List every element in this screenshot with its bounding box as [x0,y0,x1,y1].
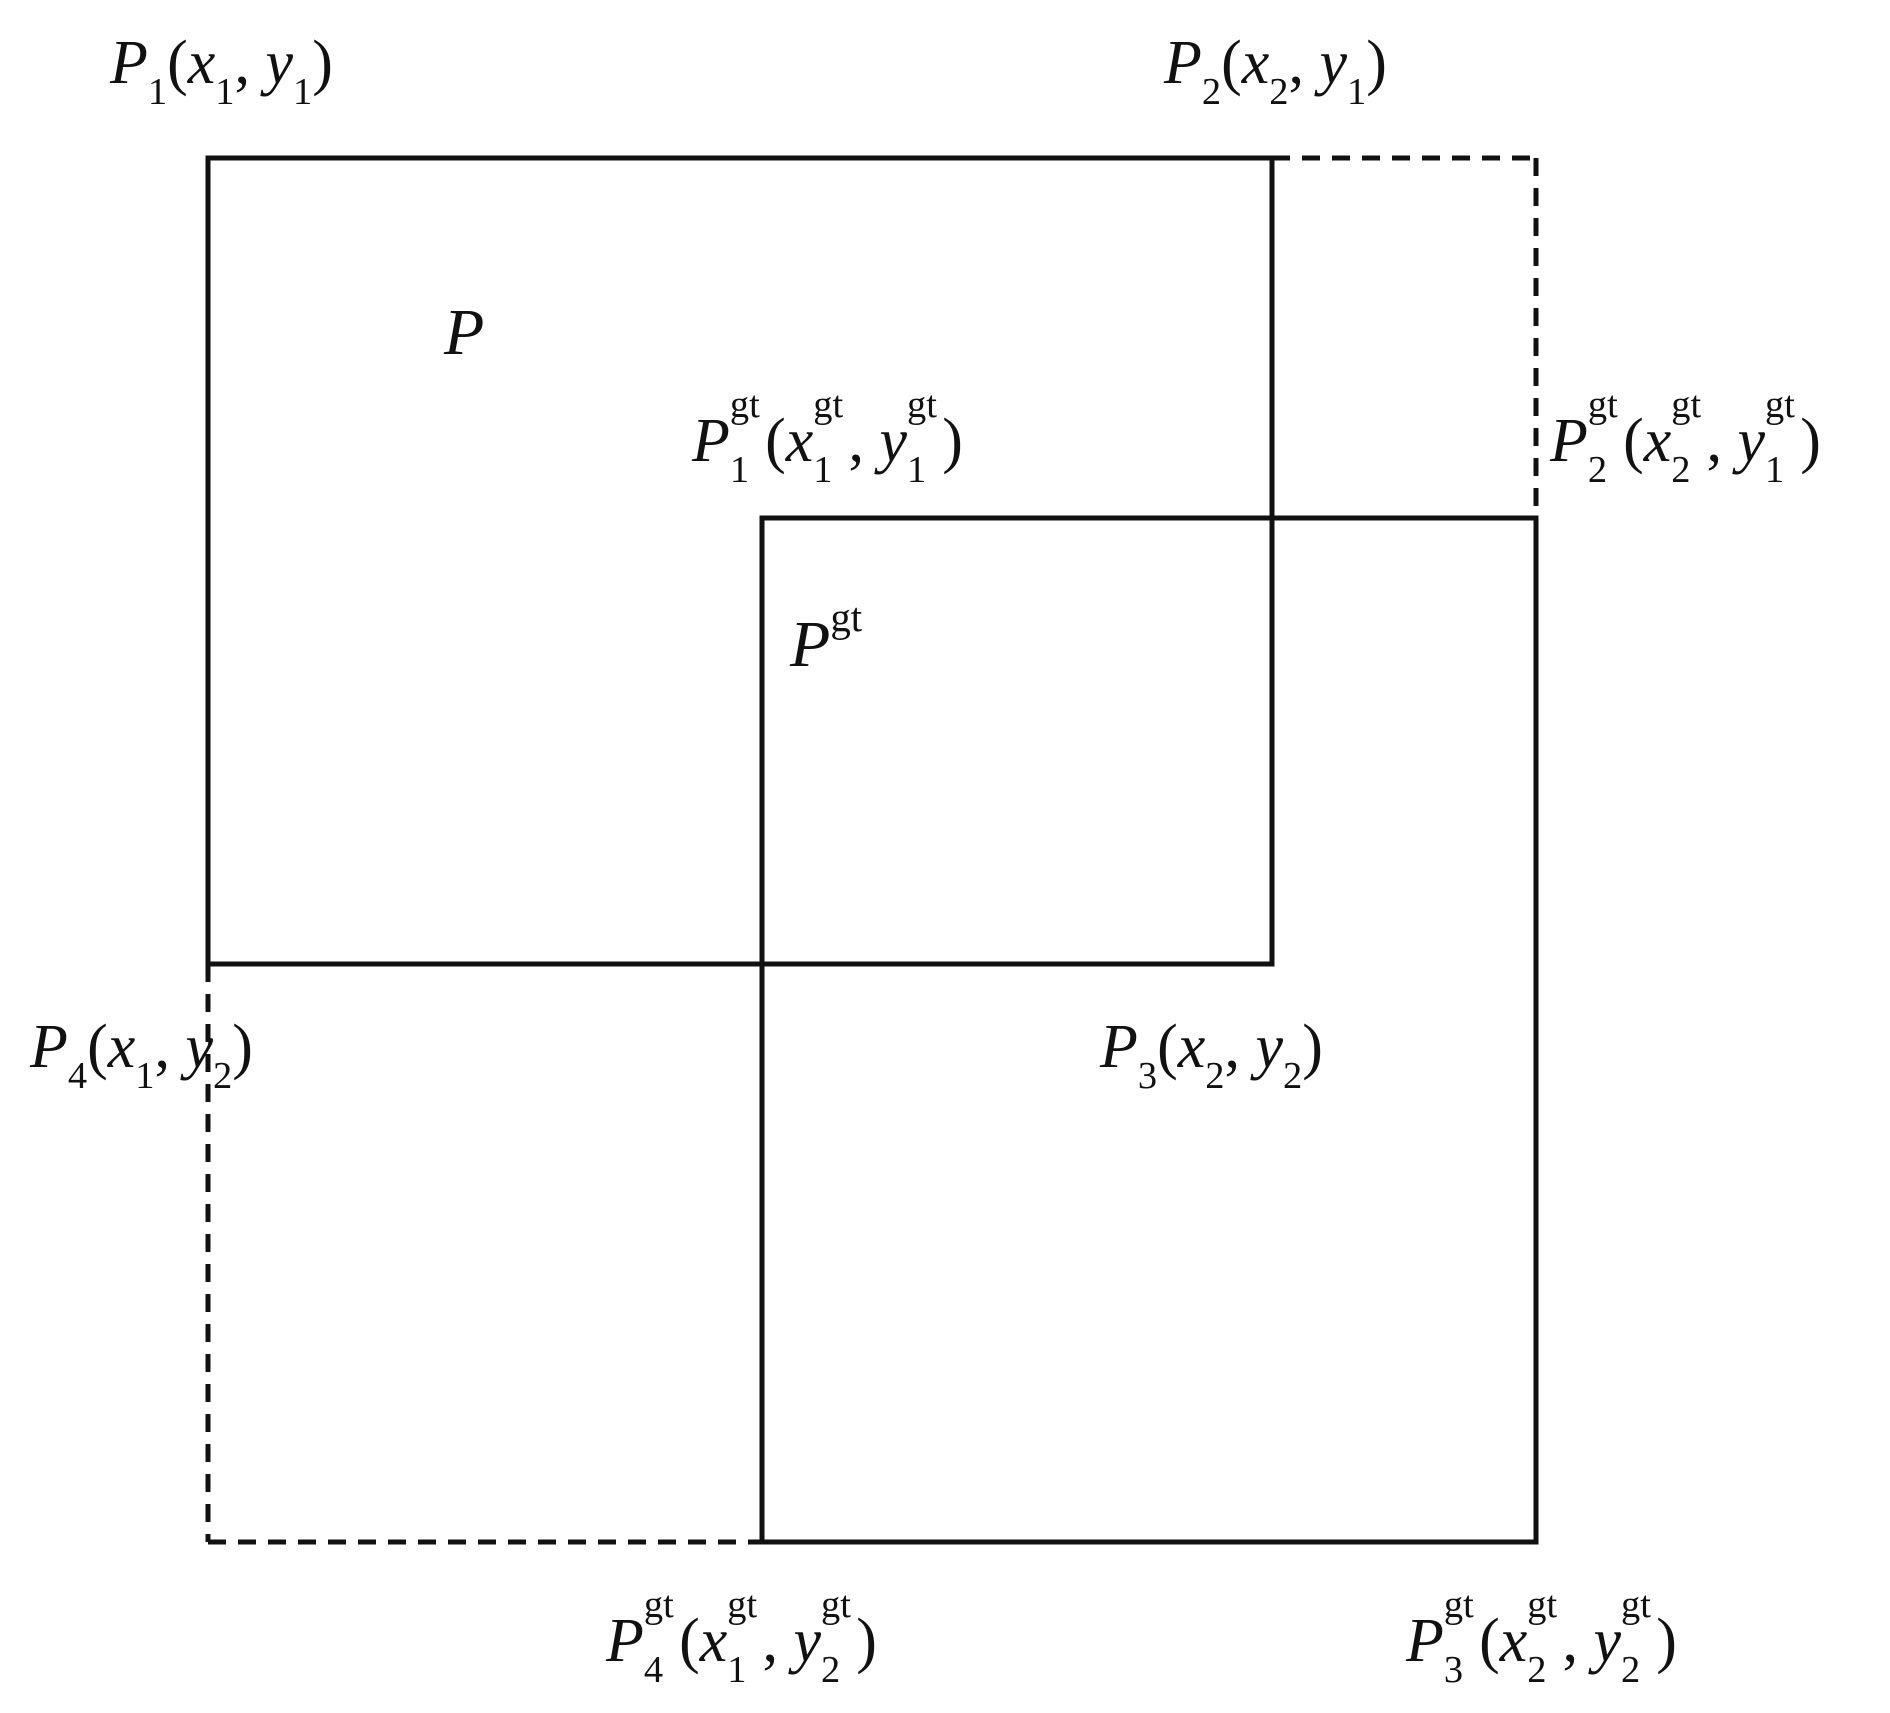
label-p1: P1(x1, y1) [110,29,333,114]
label-p2: P2(x2, y1) [1164,29,1387,114]
label-ground-truth-pgt: Pgt [790,595,863,681]
predicted-box-p [205,155,1275,967]
ground-truth-box-pgt [759,515,1539,1545]
label-predicted-p: P [444,296,485,369]
enclosing-box-dashed [205,155,1539,1545]
label-p4: P4(x1, y2) [30,1013,253,1098]
label-p3: P3(x2, y2) [1100,1013,1323,1098]
